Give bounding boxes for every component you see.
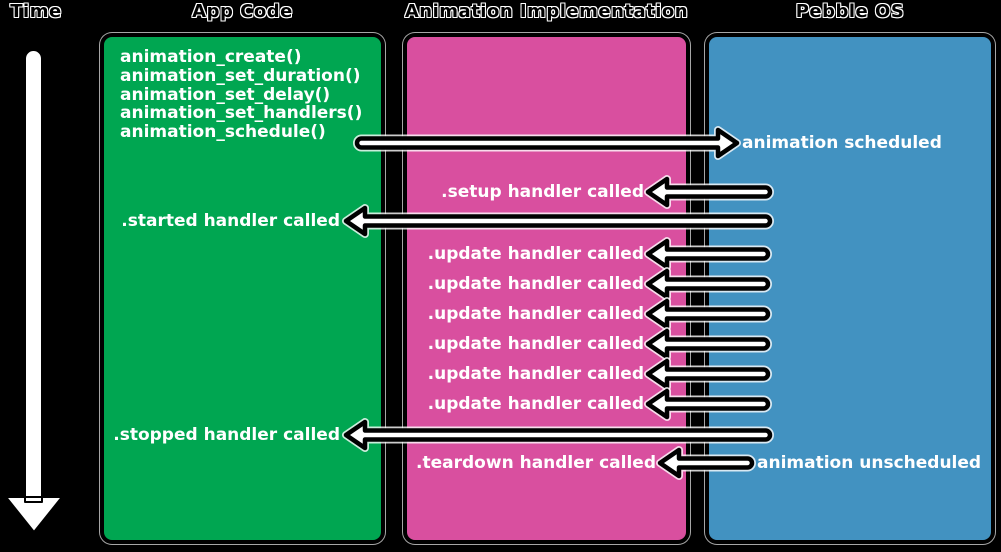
update-handler-label: .update handler called — [427, 364, 644, 384]
update-handler-label: .update handler called — [427, 244, 644, 264]
animation-unscheduled-label: animation unscheduled — [757, 453, 982, 473]
api-call: animation_create() — [120, 47, 302, 67]
stopped-handler-label: .stopped handler called — [113, 425, 340, 445]
animation-implementation-box: .setup handler called .update handler ca… — [403, 33, 690, 544]
pebble-os-header: Pebble OS — [795, 1, 905, 22]
update-handler-label: .update handler called — [427, 274, 644, 294]
setup-handler-label: .setup handler called — [441, 182, 644, 202]
api-call: animation_set_duration() — [120, 65, 361, 86]
update-handler-label: .update handler called — [427, 394, 644, 414]
pebble-os-box: animation scheduled animation unschedule… — [705, 33, 995, 544]
teardown-handler-label: .teardown handler called — [416, 453, 656, 473]
api-call: animation_set_handlers() — [120, 103, 363, 124]
animation-implementation-header: Animation Implementation — [404, 1, 689, 22]
animation-scheduled-label: animation scheduled — [742, 133, 942, 153]
started-handler-label: .started handler called — [121, 211, 340, 231]
update-handler-label: .update handler called — [427, 334, 644, 354]
app-code-box: animation_create() animation_set_duratio… — [100, 33, 385, 544]
time-axis-label: Time — [10, 1, 62, 22]
app-code-header: App Code — [192, 1, 293, 22]
api-call: animation_set_delay() — [120, 84, 331, 105]
api-call-list: animation_create() animation_set_duratio… — [120, 48, 362, 142]
time-down-arrow — [5, 49, 63, 533]
api-call: animation_schedule() — [120, 122, 326, 143]
update-handler-label: .update handler called — [427, 304, 644, 324]
